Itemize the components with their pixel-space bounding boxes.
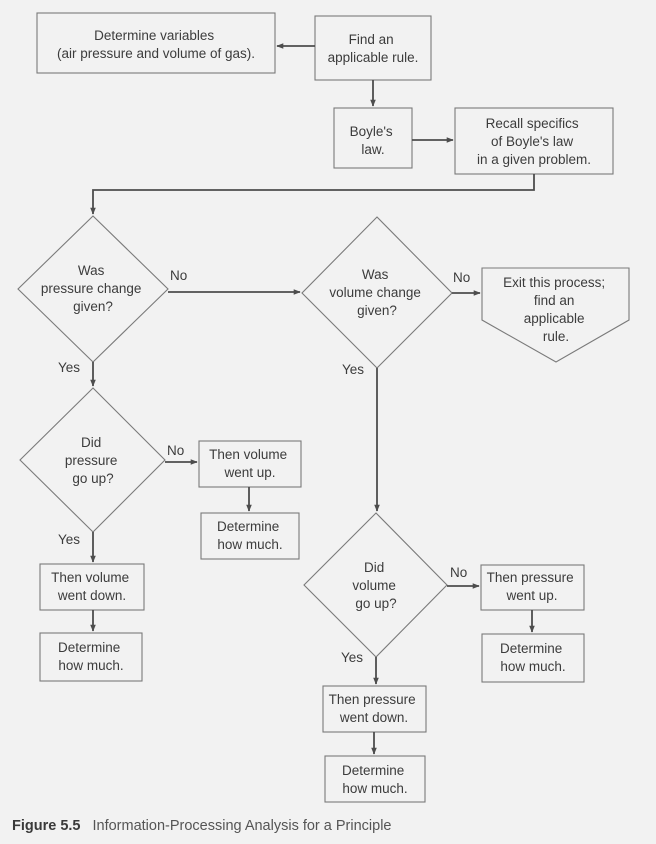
label-determine-how-much-1: Determine how much. <box>217 519 283 552</box>
label-determine-how-much-2: Determine how much. <box>58 640 124 673</box>
node-volume-went-up <box>198 440 302 488</box>
label-determine-how-much-3: Determine how much. <box>500 641 566 674</box>
node-boyles-law <box>333 107 413 169</box>
node-find-rule <box>314 15 432 81</box>
edge-label-pressure-given-yes: Yes <box>58 360 80 375</box>
label-pressure-change-given: Was pressure change given? <box>41 263 145 314</box>
edge-label-volume-up-no: No <box>450 565 467 580</box>
label-recall-specifics: Recall specifics of Boyle's law in a giv… <box>477 116 591 167</box>
node-exit-process <box>481 267 630 363</box>
figure-number: Figure 5.5 <box>12 818 81 834</box>
node-determine-how-much-1 <box>200 512 300 560</box>
node-determine-variables <box>36 12 276 74</box>
label-pressure-go-up: Did pressure go up? <box>65 435 121 486</box>
edge-label-volume-up-yes: Yes <box>341 650 363 665</box>
label-volume-went-up: Then volume went up. <box>209 447 291 480</box>
figure-title: Information-Processing Analysis for a Pr… <box>92 818 392 834</box>
edge-label-pressure-given-no: No <box>170 268 187 283</box>
label-exit-process: Exit this process; find an applicable ru… <box>503 275 609 344</box>
node-determine-how-much-4 <box>324 755 426 803</box>
edge-label-volume-given-yes: Yes <box>342 362 364 377</box>
figure-caption: Figure 5.5 Information-Processing Analysi… <box>12 818 392 834</box>
label-pressure-went-down: Then pressure went down. <box>329 692 420 725</box>
edge-label-volume-given-no: No <box>453 270 470 285</box>
node-determine-how-much-2 <box>39 632 143 682</box>
arrow-recall-to-pressure-given <box>90 174 535 215</box>
label-determine-how-much-4: Determine how much. <box>342 763 408 796</box>
label-pressure-went-up: Then pressure went up. <box>487 570 578 603</box>
label-determine-variables: Determine variables (air pressure and vo… <box>57 28 255 61</box>
label-find-rule: Find an applicable rule. <box>328 32 419 65</box>
label-boyles-law: Boyle's law. <box>350 124 397 157</box>
node-volume-went-down <box>39 563 145 611</box>
edge-label-pressure-up-yes: Yes <box>58 532 80 547</box>
label-volume-change-given: Was volume change given? <box>329 267 424 318</box>
label-volume-went-down: Then volume went down. <box>51 570 133 603</box>
node-determine-how-much-3 <box>481 633 585 683</box>
edge-label-pressure-up-no: No <box>167 443 184 458</box>
label-volume-go-up: Did volume go up? <box>352 560 399 611</box>
